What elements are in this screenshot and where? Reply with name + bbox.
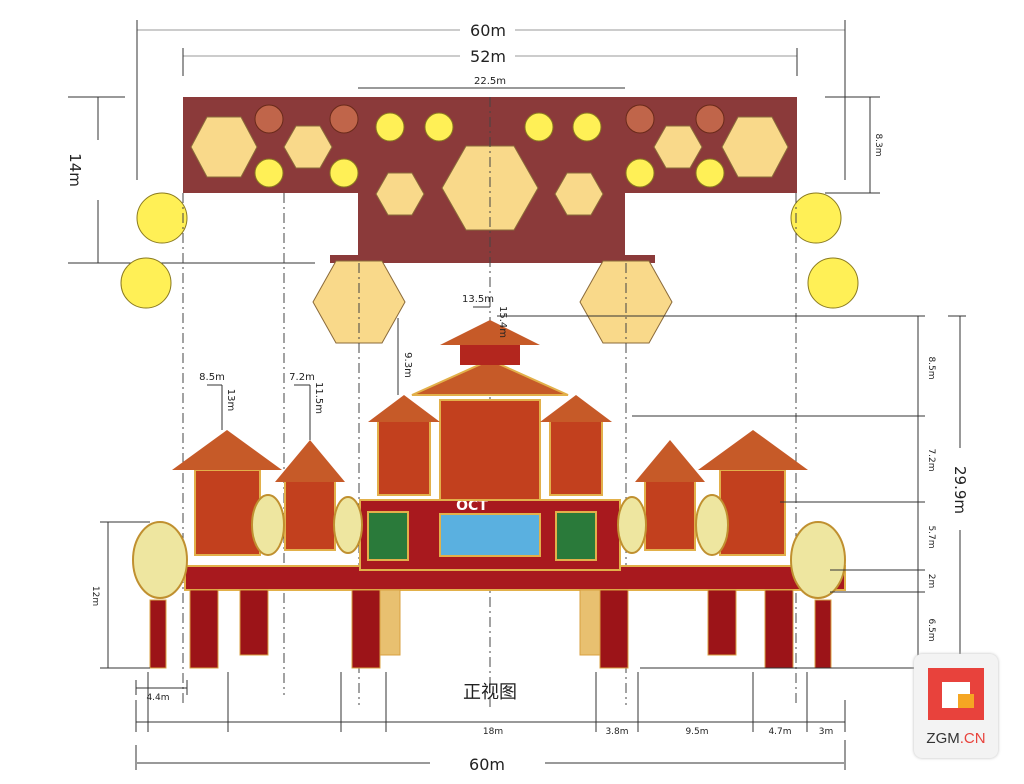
dim-second-lantern: 7.2m 11.5m <box>289 372 324 440</box>
svg-text:3.8m: 3.8m <box>605 727 628 737</box>
svg-text:4.7m: 4.7m <box>768 727 791 737</box>
svg-text:15.4m: 15.4m <box>497 306 508 338</box>
dim-13-5m: 13.5m 15.4m <box>462 294 925 338</box>
svg-text:9.5m: 9.5m <box>685 727 708 737</box>
dim-14m: 14m <box>66 96 315 264</box>
dim-22-5m: 22.5m <box>358 76 625 89</box>
svg-text:60m: 60m <box>469 755 505 774</box>
svg-text:11.5m: 11.5m <box>313 382 324 414</box>
view-title: 正视图 <box>463 682 517 703</box>
svg-text:14m: 14m <box>66 153 84 187</box>
dim-4-4m: 4.4m <box>135 680 188 703</box>
svg-text:18m: 18m <box>483 727 503 737</box>
oct-sign: OCT <box>456 498 488 514</box>
svg-text:29.9m: 29.9m <box>951 466 969 514</box>
dim-29-9m: 29.9m <box>948 315 969 660</box>
svg-text:3m: 3m <box>819 727 834 737</box>
svg-text:13m: 13m <box>225 389 236 411</box>
circle-decorations <box>120 104 859 309</box>
svg-text:8.3m: 8.3m <box>873 133 883 156</box>
hexagon-decorations <box>190 116 789 344</box>
svg-text:7.2m: 7.2m <box>926 448 936 471</box>
dim-bottom-segments: 18m 3.8m 9.5m 4.7m 3m <box>135 672 846 737</box>
svg-text:6.5m: 6.5m <box>926 618 936 641</box>
dim-8-3m: 8.3m <box>825 96 883 194</box>
logo-suffix: .CN <box>959 730 986 747</box>
zgm-logo: ZGM.CN <box>914 654 998 758</box>
svg-text:8.5m: 8.5m <box>199 372 225 383</box>
svg-text:60m: 60m <box>470 21 506 40</box>
svg-text:12m: 12m <box>90 586 100 606</box>
lantern-gate-structure: OCT <box>132 320 846 669</box>
svg-text:7.2m: 7.2m <box>289 372 315 383</box>
dim-12m: 12m <box>90 521 150 669</box>
dim-60m-top: 60m <box>136 20 846 180</box>
svg-text:4.4m: 4.4m <box>146 693 169 703</box>
dim-9-3m: 9.3m <box>397 318 413 395</box>
dim-60m-bottom: 60m <box>135 740 846 774</box>
svg-text:13.5m: 13.5m <box>462 294 494 305</box>
dim-right-segments: 8.5m 7.2m 5.7m 2m 6.5m <box>632 316 936 669</box>
svg-text:9.3m: 9.3m <box>402 352 413 378</box>
svg-text:8.5m: 8.5m <box>926 356 936 379</box>
logo-mark-icon <box>928 668 984 720</box>
logo-brand: ZGM <box>926 730 960 747</box>
dim-left-lantern: 8.5m 13m <box>199 372 236 430</box>
dim-52m: 52m <box>182 47 798 76</box>
svg-text:5.7m: 5.7m <box>926 525 936 548</box>
svg-text:2m: 2m <box>926 574 936 589</box>
svg-text:52m: 52m <box>470 47 506 66</box>
svg-text:22.5m: 22.5m <box>474 76 506 87</box>
